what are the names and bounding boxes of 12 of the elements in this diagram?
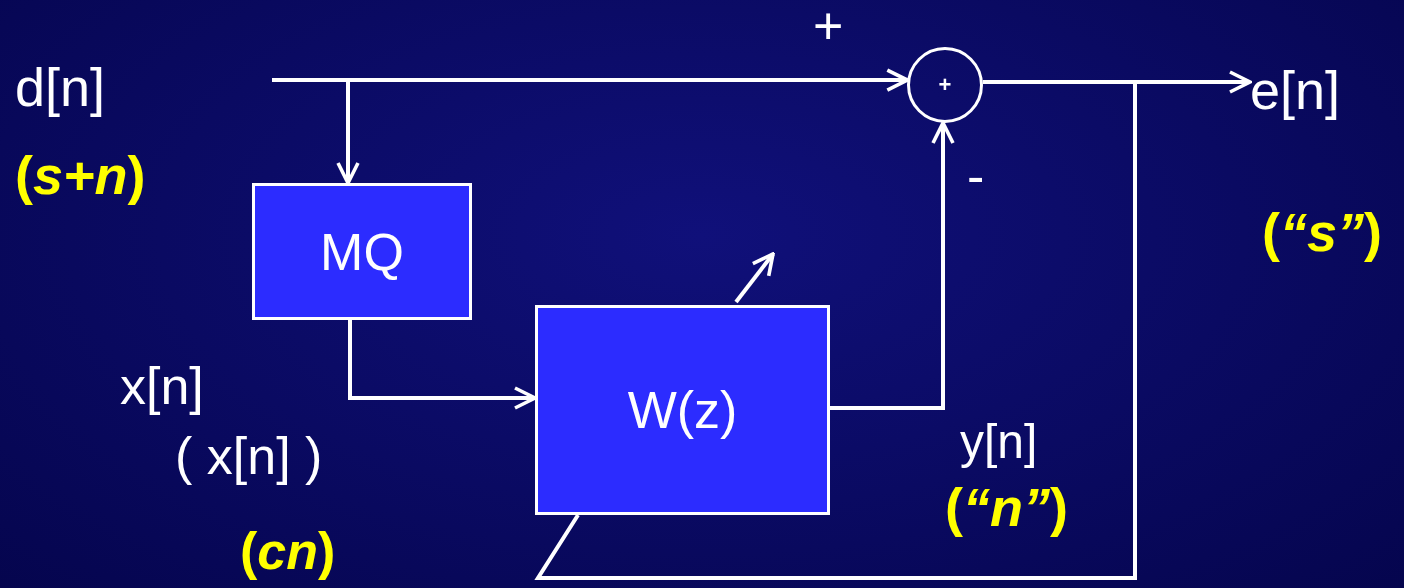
signal-label: d[n] <box>15 52 140 122</box>
sign-label: - <box>967 150 985 202</box>
signal-label: y[n] <box>960 418 1038 466</box>
arrow <box>830 121 955 410</box>
arrow <box>348 320 537 410</box>
filter-block: W(z) <box>535 305 830 515</box>
sign-label: + <box>813 0 844 52</box>
arrow <box>336 80 360 185</box>
arrow <box>272 68 910 92</box>
summing-junction: + <box>907 47 983 123</box>
signal-label: e[n] <box>1250 55 1395 125</box>
filter-block: MQ <box>252 183 472 320</box>
